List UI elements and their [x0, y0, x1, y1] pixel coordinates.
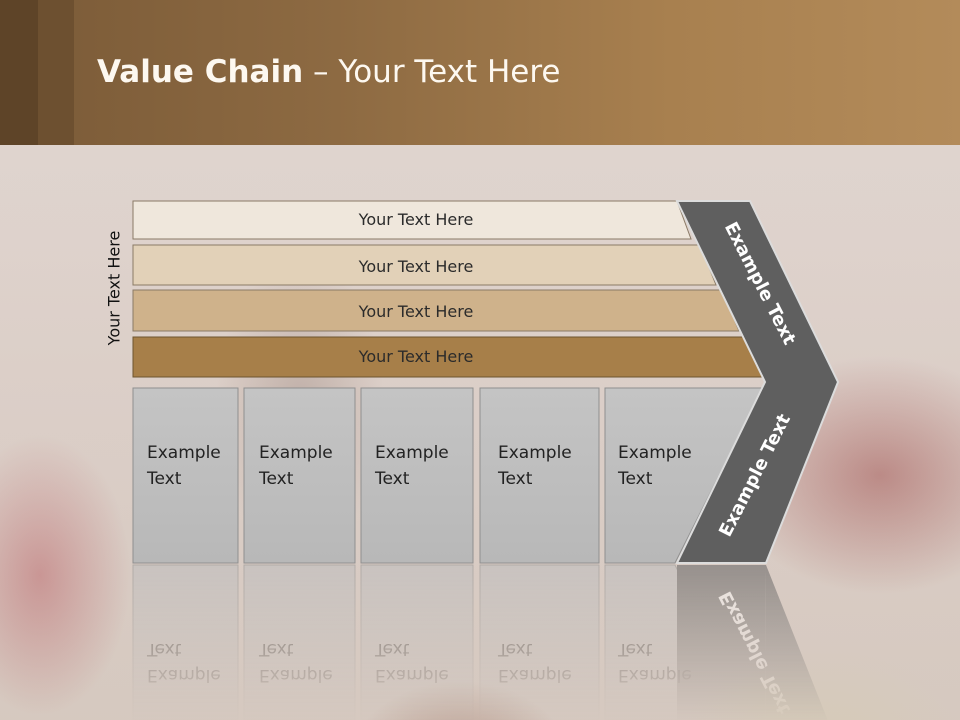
reflection-text-1b: Text [146, 639, 182, 659]
box-4-line1: Example [498, 443, 572, 463]
slide-title-bold: Value Chain [97, 54, 304, 90]
box-1-line1: Example [147, 443, 221, 463]
reflection-text-5b: Text [617, 639, 653, 659]
slide-title[interactable]: Value Chain – Your Text Here [97, 54, 560, 90]
box-2-line2: Text [258, 469, 294, 489]
reflection-text-4: Example [498, 665, 572, 685]
box-4[interactable] [479, 387, 600, 564]
reflection: Example Text Example Text Example Text E… [132, 564, 828, 720]
box-3-line2: Text [374, 469, 410, 489]
slide-title-rest: – Your Text Here [303, 54, 561, 90]
header-accent-mid [38, 0, 74, 145]
bar-3-label: Your Text Here [358, 302, 474, 321]
reflection-text-3b: Text [374, 639, 410, 659]
box-3[interactable] [360, 387, 474, 564]
box-5-line1: Example [618, 443, 692, 463]
bar-4-label: Your Text Here [358, 347, 474, 366]
box-2-line1: Example [259, 443, 333, 463]
reflection-text-1: Example [147, 665, 221, 685]
header-band: Value Chain – Your Text Here [0, 0, 960, 145]
box-5-line2: Text [617, 469, 653, 489]
box-4-line2: Text [497, 469, 533, 489]
box-1-line2: Text [146, 469, 182, 489]
bar-2-label: Your Text Here [358, 257, 474, 276]
header-accent-dark [0, 0, 38, 145]
chevron-arrow[interactable] [675, 200, 840, 564]
box-3-line1: Example [375, 443, 449, 463]
reflection-text-2b: Text [258, 639, 294, 659]
bar-2[interactable] [132, 244, 717, 286]
bar-1-label: Your Text Here [358, 210, 474, 229]
reflection-text-3: Example [375, 665, 449, 685]
box-5[interactable] [604, 387, 764, 564]
box-2[interactable] [243, 387, 356, 564]
reflection-text-4b: Text [497, 639, 533, 659]
box-1[interactable] [132, 387, 239, 564]
reflection-text-5: Example [618, 665, 692, 685]
bar-3[interactable] [132, 289, 740, 332]
bar-1[interactable] [132, 200, 692, 240]
reflection-text-2: Example [259, 665, 333, 685]
